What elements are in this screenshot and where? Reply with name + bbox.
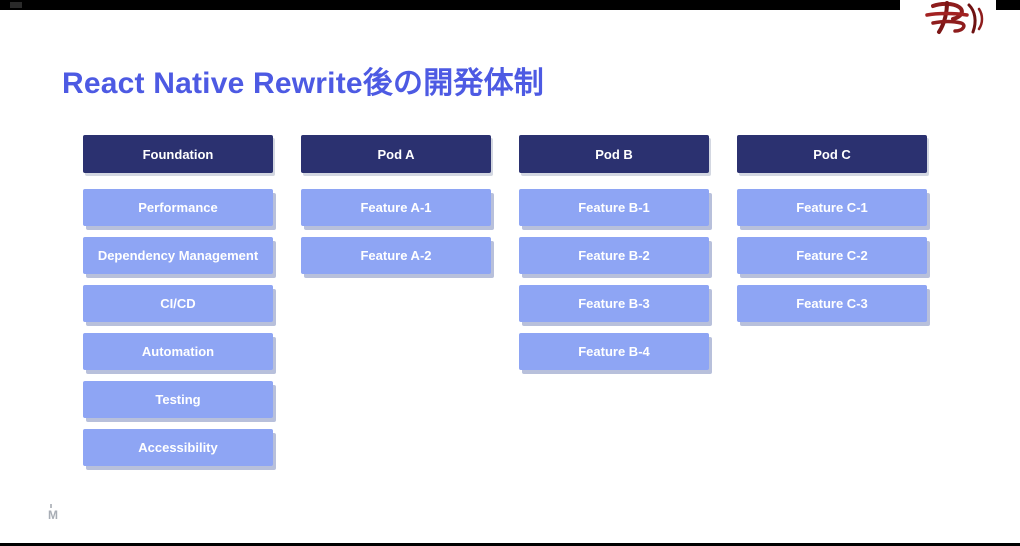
column-pod-a: Pod A Feature A-1 Feature A-2: [301, 135, 491, 477]
column-header: Pod C: [737, 135, 927, 173]
window-control: [10, 2, 22, 8]
list-item: CI/CD: [83, 285, 273, 322]
team-structure-board: Foundation Performance Dependency Manage…: [83, 135, 927, 477]
page-title: React Native Rewrite後の開発体制: [62, 67, 544, 100]
video-bottom-bar: [0, 543, 1020, 546]
list-item: Feature A-1: [301, 189, 491, 226]
list-item: Feature C-1: [737, 189, 927, 226]
list-item: Accessibility: [83, 429, 273, 466]
list-item: Feature B-4: [519, 333, 709, 370]
column-header: Pod A: [301, 135, 491, 173]
column-header: Pod B: [519, 135, 709, 173]
video-top-bar: [0, 0, 1020, 10]
list-item: Automation: [83, 333, 273, 370]
list-item: Feature B-3: [519, 285, 709, 322]
column-header: Foundation: [83, 135, 273, 173]
list-item: Feature C-3: [737, 285, 927, 322]
column-pod-c: Pod C Feature C-1 Feature C-2 Feature C-…: [737, 135, 927, 477]
column-pod-b: Pod B Feature B-1 Feature B-2 Feature B-…: [519, 135, 709, 477]
column-foundation: Foundation Performance Dependency Manage…: [83, 135, 273, 477]
list-item: Dependency Management: [83, 237, 273, 274]
list-item: Performance: [83, 189, 273, 226]
list-item: Testing: [83, 381, 273, 418]
list-item: Feature C-2: [737, 237, 927, 274]
logo-corner: [900, 0, 996, 36]
list-item: Feature B-2: [519, 237, 709, 274]
list-item: Feature B-1: [519, 189, 709, 226]
red-calligraphy-logo: [925, 1, 984, 34]
watermark-logo: M: [48, 504, 58, 522]
list-item: Feature A-2: [301, 237, 491, 274]
